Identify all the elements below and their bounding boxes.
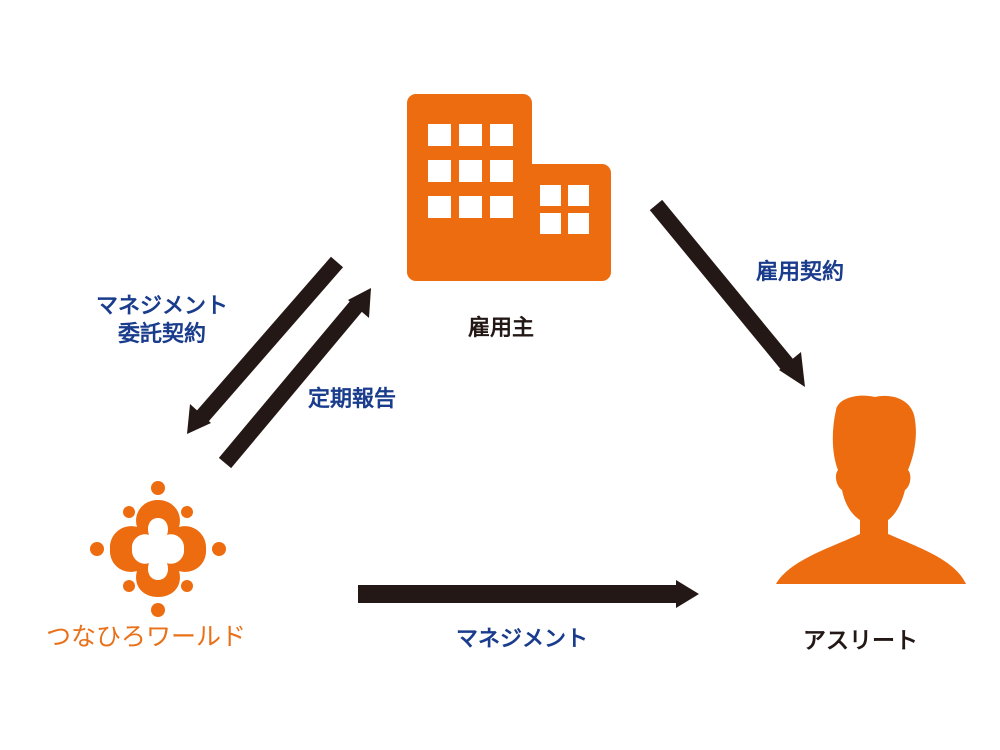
employer-label: 雇用主 bbox=[468, 316, 535, 341]
management-contract-label-line2: 委託契約 bbox=[118, 322, 207, 347]
agency-label: つなひろワールド bbox=[46, 622, 247, 651]
building-icon bbox=[407, 94, 611, 281]
management-contract-arrow bbox=[187, 256, 344, 434]
employment-contract-arrow bbox=[649, 199, 805, 387]
regular-report-label: 定期報告 bbox=[308, 387, 397, 412]
athlete-label: アスリート bbox=[803, 628, 918, 654]
management-arrow bbox=[358, 580, 699, 608]
employment-contract-label: 雇用契約 bbox=[756, 260, 845, 285]
regular-report-arrow bbox=[218, 288, 371, 469]
person-icon bbox=[776, 395, 966, 584]
management-label: マネジメント bbox=[456, 627, 589, 652]
tsunahiro-logo bbox=[90, 481, 226, 617]
management-contract-label-line1: マネジメント bbox=[96, 294, 229, 319]
